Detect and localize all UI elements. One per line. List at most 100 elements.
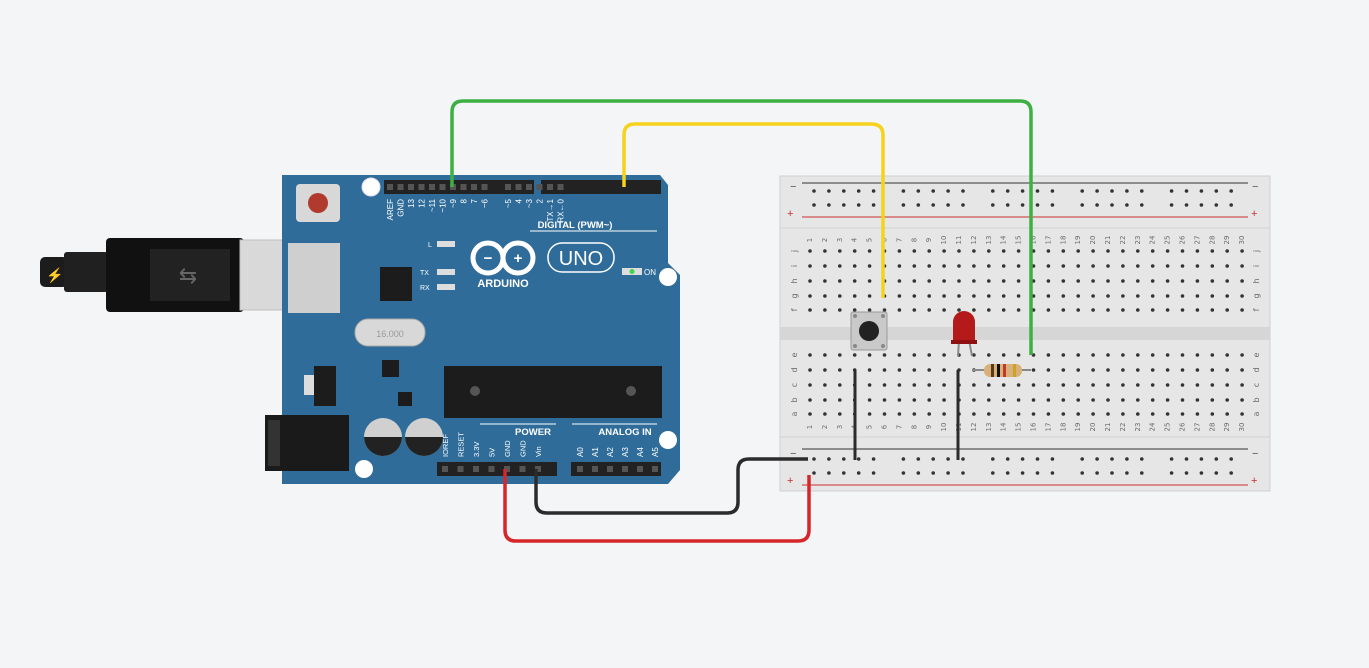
row-letter: e (1252, 352, 1261, 357)
header-pin[interactable] (505, 184, 511, 190)
header-pin[interactable] (622, 466, 628, 472)
header-pin[interactable] (442, 466, 448, 472)
header-pin[interactable] (519, 466, 526, 472)
header-pin[interactable] (526, 184, 532, 190)
header-pin[interactable] (637, 466, 643, 472)
column-number: 22 (1119, 236, 1127, 245)
red-wire[interactable] (503, 469, 811, 543)
arduino-logo: − + ARDUINO UNO (470, 240, 615, 290)
row-letter: c (790, 383, 799, 387)
breadboard[interactable]: − + − + − + − + 112233445566778899101011… (779, 175, 1271, 492)
row-letter: f (790, 308, 799, 311)
header-pin[interactable] (577, 466, 583, 472)
header-pin[interactable] (408, 184, 414, 190)
column-number: 25 (1164, 236, 1172, 245)
arduino-board[interactable]: 16.000 − + ARDUINO UNO (265, 175, 680, 484)
header-pin[interactable] (592, 466, 598, 472)
column-number: 3 (836, 238, 844, 242)
header-pin[interactable] (536, 184, 543, 190)
column-number: 26 (1179, 422, 1187, 431)
model-label: UNO (559, 248, 603, 270)
header-pin[interactable] (547, 184, 553, 190)
header-pin[interactable] (457, 466, 464, 472)
power-pin-label: GND (519, 440, 528, 457)
usb-icon: ⇆ (179, 263, 197, 288)
column-number: 20 (1089, 236, 1097, 245)
column-number: 1 (806, 238, 814, 242)
digital-pin-label: 2 (536, 198, 545, 203)
column-number: 20 (1089, 423, 1097, 432)
digital-pin-label: TX→1 (546, 198, 555, 221)
header-pin[interactable] (481, 184, 488, 190)
analog-pin-label: A1 (591, 447, 600, 457)
header-pin[interactable] (652, 466, 658, 472)
svg-text:16.000: 16.000 (376, 329, 404, 339)
column-number: 30 (1238, 423, 1246, 432)
column-number: 23 (1134, 423, 1142, 432)
rail-minus-label: − (790, 181, 796, 193)
power-pin-label: Vin (534, 446, 543, 457)
header-pin[interactable] (504, 466, 510, 472)
capacitors (364, 418, 443, 456)
resistor[interactable] (972, 364, 1031, 377)
column-number: 23 (1134, 236, 1142, 245)
digital-header-title: DIGITAL (PWM~) (538, 220, 613, 231)
header-pin[interactable] (387, 184, 393, 190)
power-pin-label: 5V (488, 448, 497, 457)
column-number: 14 (1000, 235, 1008, 244)
power-pin-label: RESET (457, 432, 466, 457)
column-number: 7 (895, 238, 903, 242)
yellow-wire[interactable] (622, 122, 885, 298)
column-number: 5 (866, 425, 874, 429)
green-wire[interactable] (450, 99, 1033, 355)
header-pin[interactable] (397, 184, 404, 190)
column-number: 10 (940, 236, 948, 245)
digital-pin-label: AREF (386, 199, 395, 220)
column-number: 28 (1208, 236, 1216, 245)
digital-pin-label: 8 (460, 198, 469, 203)
column-number: 9 (925, 425, 933, 429)
column-number: 18 (1059, 423, 1067, 432)
column-number: 17 (1044, 423, 1052, 432)
header-pin[interactable] (535, 466, 541, 472)
svg-text:−: − (790, 448, 796, 460)
column-number: 4 (851, 237, 859, 242)
status-leds: L TX RX ON (420, 241, 656, 292)
lightning-icon: ⚡ (46, 267, 63, 284)
svg-text:RX: RX (420, 285, 430, 292)
push-button[interactable] (850, 311, 888, 351)
header-pin[interactable] (439, 184, 446, 190)
red-led[interactable] (951, 311, 977, 357)
header-pin[interactable] (607, 466, 613, 472)
header-pin[interactable] (515, 184, 522, 190)
header-pin[interactable] (473, 466, 479, 472)
row-letter: j (1252, 250, 1261, 253)
header-pin[interactable] (488, 466, 495, 472)
column-number: 29 (1223, 423, 1231, 432)
digital-pin-label: ~9 (449, 198, 458, 208)
reset-button[interactable] (296, 184, 340, 222)
header-pin[interactable] (471, 184, 477, 190)
column-number: 10 (940, 423, 948, 432)
column-number: 19 (1074, 423, 1082, 432)
header-pin[interactable] (557, 184, 564, 190)
header-pin[interactable] (418, 184, 425, 190)
black-wire[interactable] (534, 457, 808, 515)
wires[interactable] (450, 99, 1033, 543)
column-number: 13 (985, 236, 993, 245)
row-letter: b (790, 397, 799, 402)
column-number: 16 (1030, 235, 1038, 244)
svg-text:+: + (787, 475, 793, 487)
voltage-regulator (314, 366, 336, 406)
header-pin[interactable] (460, 184, 467, 190)
column-number: 15 (1015, 236, 1023, 245)
analog-pin-label: A5 (651, 447, 660, 457)
header-pin[interactable] (429, 184, 435, 190)
row-letter: c (1252, 383, 1261, 387)
power-pin-label: 3.3V (472, 442, 481, 457)
rail-plus-label: + (787, 208, 793, 220)
row-letter: j (790, 250, 799, 253)
